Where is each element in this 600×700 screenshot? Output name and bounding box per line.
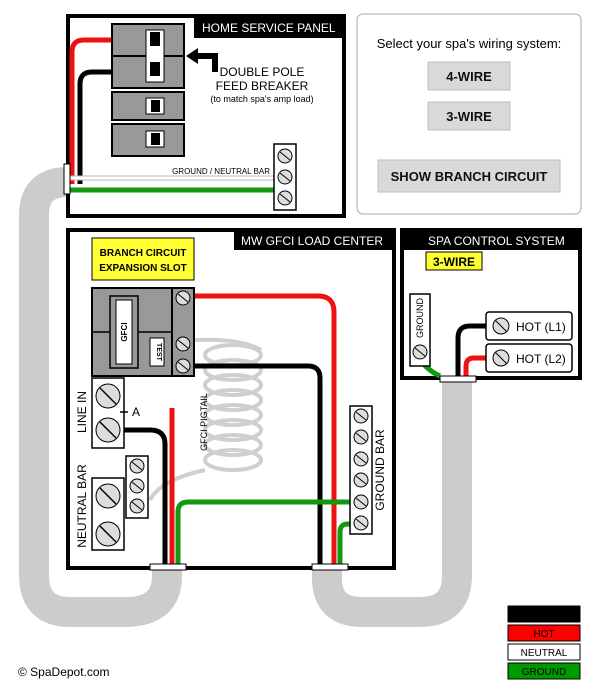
ground-bar-lugs <box>349 405 373 535</box>
wiring-type-badge <box>425 251 483 271</box>
legend-item-label: HOT <box>533 629 554 640</box>
line-a-label: A <box>132 405 140 419</box>
four-wire-button[interactable]: 4-WIRE <box>427 61 511 91</box>
legend-item <box>507 643 581 661</box>
show-branch-circuit-button[interactable]: SHOW BRANCH CIRCUIT <box>377 159 561 193</box>
copyright: © SpaDepot.com <box>18 665 110 679</box>
gfci-pigtail-label: GFCI PIGTAIL <box>199 393 209 451</box>
feed-breaker-note: (to match spa's amp load) <box>210 94 313 104</box>
feed-breaker-label-1: DOUBLE POLE <box>220 65 305 79</box>
conduit-connector <box>439 375 477 383</box>
panel-title: HOME SERVICE PANEL <box>202 21 336 35</box>
three-wire-button-label: 3-WIRE <box>446 109 492 124</box>
service-conduit-connector <box>63 163 71 195</box>
wire-hot-red-spa <box>463 355 486 378</box>
neutral-bar-label: NEUTRAL BAR <box>75 464 89 548</box>
line-in-label: LINE IN <box>75 391 89 433</box>
feed-breaker-label-2: FEED BREAKER <box>216 79 309 93</box>
hot-l1-label: HOT (L1) <box>516 320 566 334</box>
gfci-pigtail <box>148 337 263 502</box>
load-center-wires <box>118 293 354 566</box>
wire-color-legend: HOT HOT NEUTRAL GROUND <box>507 605 581 680</box>
gfci-label: GFCI <box>120 322 129 341</box>
legend-item-label: HOT <box>533 610 554 621</box>
conduit-load-to-spa <box>312 380 472 627</box>
hot-l2-terminal <box>485 343 573 373</box>
conduit-service-to-load <box>19 167 182 627</box>
service-feed-wires <box>64 37 276 193</box>
spa-control-panel: SPA CONTROL SYSTEM 3-WIRE GROUND HOT (L1… <box>400 228 582 383</box>
home-service-panel: HOME SERVICE PANEL DOUBL <box>63 14 346 218</box>
wiring-selector: Select your spa's wiring system: 4-WIRE … <box>356 13 582 215</box>
panel-title-bg <box>194 16 344 38</box>
legend-item-label: GROUND <box>522 667 566 678</box>
panel-title-bg <box>234 230 394 250</box>
conduit-connector <box>311 563 349 571</box>
wire-hot-black <box>77 69 116 184</box>
test-label: TEST <box>155 343 162 362</box>
expansion-slot-label-2: EXPANSION SLOT <box>99 263 187 274</box>
legend-item <box>507 662 581 680</box>
ground-bar-label: GROUND BAR <box>373 429 387 511</box>
wire-hot-black-spa <box>455 323 486 378</box>
legend-item <box>507 624 581 642</box>
hot-l1-terminal <box>485 311 573 341</box>
ground-neutral-bar-label: GROUND / NEUTRAL BAR <box>172 167 270 176</box>
arrow-icon <box>186 48 218 72</box>
wire-hot-red-out <box>194 293 337 566</box>
wire-hot-black-out <box>194 363 323 566</box>
wire-hot-red <box>69 37 116 184</box>
load-center-panel: MW GFCI LOAD CENTER BRANCH CIRCUIT EXPAN… <box>66 228 396 571</box>
expansion-slot-label-1: BRANCH CIRCUIT <box>100 248 187 259</box>
neutral-bar-lugs <box>91 455 149 551</box>
bar-screws <box>277 148 293 206</box>
conduit-connector <box>149 563 187 571</box>
three-wire-button[interactable]: 3-WIRE <box>427 101 511 131</box>
panel-title-bg <box>402 230 580 250</box>
four-wire-button-label: 4-WIRE <box>446 69 492 84</box>
hot-l2-label: HOT (L2) <box>516 352 566 366</box>
gfci-breaker: GFCI TEST <box>91 287 195 377</box>
legend-item <box>507 605 581 623</box>
test-button <box>149 337 165 367</box>
ground-label: GROUND <box>415 298 425 338</box>
line-in-lugs <box>91 377 128 449</box>
expansion-slot-highlight <box>91 237 195 281</box>
panel-title: MW GFCI LOAD CENTER <box>241 234 383 248</box>
wire-neutral-in <box>118 533 162 566</box>
wiring-type-badge-label: 3-WIRE <box>433 255 475 269</box>
wire-ground-out <box>337 521 354 566</box>
show-branch-circuit-label: SHOW BRANCH CIRCUIT <box>391 169 548 184</box>
breakers <box>111 23 185 157</box>
breaker-3 <box>111 91 185 121</box>
selector-prompt: Select your spa's wiring system: <box>377 36 562 51</box>
conduits <box>19 167 472 627</box>
panel-title: SPA CONTROL SYSTEM <box>428 234 565 248</box>
wire-hot-black-in <box>118 427 168 566</box>
wire-ground-branch <box>175 499 354 566</box>
legend-item-label: NEUTRAL <box>521 648 568 659</box>
